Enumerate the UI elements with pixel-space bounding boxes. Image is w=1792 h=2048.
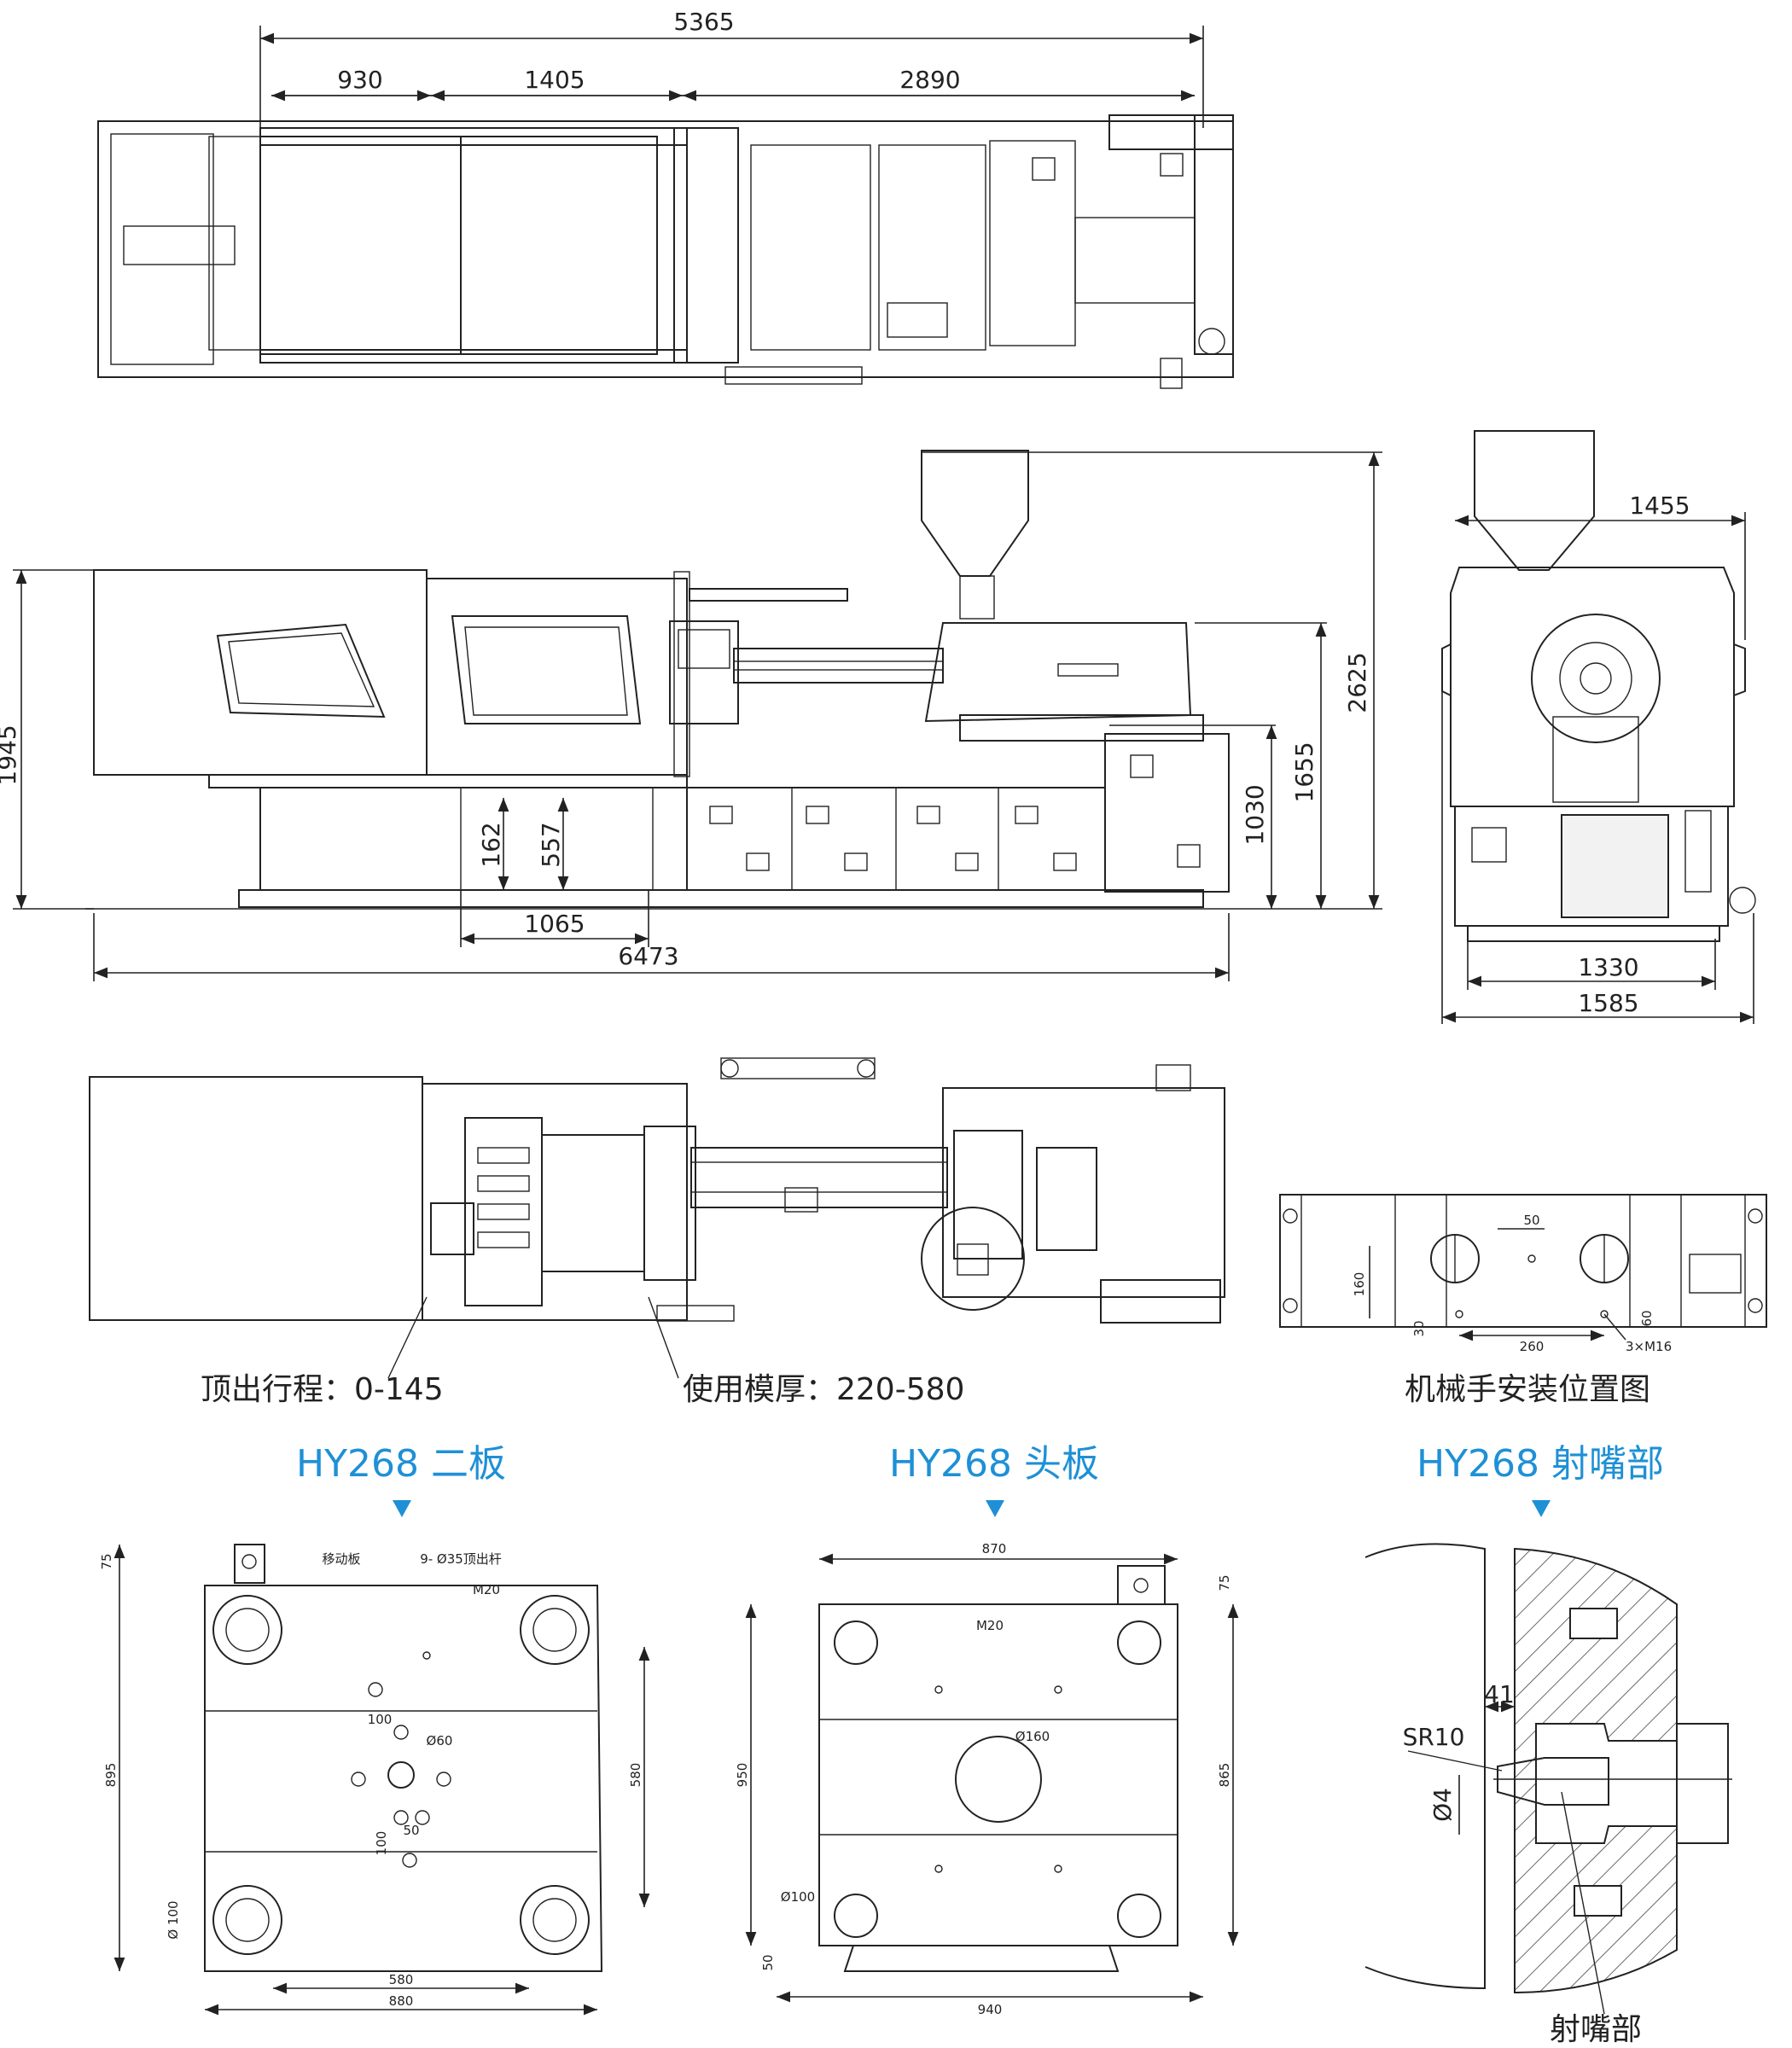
label-d100: Ø100 — [781, 1889, 815, 1905]
label-nozzle-part: 射嘴部 — [1550, 2012, 1642, 2047]
dim-75: 75 — [1217, 1574, 1232, 1591]
robot-dim-160: 160 — [1352, 1272, 1367, 1297]
dim-895: 895 — [103, 1763, 119, 1788]
label-ejector-rods: 9- Ø35顶出杆 — [420, 1551, 502, 1567]
dim-side-557: 557 — [537, 822, 565, 867]
dim-top-2890: 2890 — [899, 66, 960, 94]
label-m20: M20 — [473, 1582, 500, 1597]
label-d4: Ø4 — [1428, 1788, 1457, 1822]
label-d160: Ø160 — [1015, 1729, 1050, 1744]
heading-nozzle: HY268 射嘴部 — [1417, 1442, 1664, 1486]
end-view: 1455 1330 1585 — [1441, 430, 1756, 1024]
label-m20: M20 — [976, 1618, 1004, 1633]
label-100a: 100 — [368, 1712, 393, 1727]
dim-top-930: 930 — [337, 66, 382, 94]
down-arrow-icon — [1532, 1500, 1551, 1517]
label-870: 870 — [982, 1541, 1007, 1556]
robot-dim-260: 260 — [1520, 1339, 1545, 1354]
label-60: Ø60 — [427, 1733, 453, 1748]
section-headings: HY268 二板 HY268 头板 HY268 射嘴部 — [296, 1442, 1664, 1517]
dim-75: 75 — [99, 1553, 114, 1569]
label-100b: 100 — [374, 1831, 389, 1856]
top-view: 5365 930 1405 2890 — [97, 8, 1234, 389]
label-41: 41 — [1484, 1680, 1515, 1708]
heading-moving-platen: HY268 二板 — [296, 1442, 506, 1486]
dim-side-2625: 2625 — [1343, 652, 1371, 713]
robot-dim-50: 50 — [1523, 1213, 1539, 1228]
moving-platen-drawing: 移动板 9- Ø35顶出杆 M20 100 Ø60 100 50 Ø 100 8… — [99, 1544, 650, 2016]
nozzle-section-drawing: 41 SR10 Ø4 射嘴部 — [1364, 1543, 1732, 2047]
dim-865: 865 — [1217, 1763, 1232, 1788]
fixed-platen-drawing: 870 M20 Ø160 Ø100 950 865 75 50 940 — [735, 1541, 1239, 2017]
down-arrow-icon — [986, 1500, 1004, 1517]
caption-robot-mount: 机械手安装位置图 — [1405, 1372, 1650, 1407]
label-d100: Ø 100 — [166, 1900, 181, 1939]
down-arrow-icon — [393, 1500, 411, 1517]
dim-top-total: 5365 — [673, 8, 734, 36]
dim-top-1405: 1405 — [524, 66, 585, 94]
dim-side-1030: 1030 — [1241, 784, 1269, 845]
dim-side-1065: 1065 — [524, 910, 585, 938]
dim-end-1455: 1455 — [1629, 492, 1690, 520]
caption-mold-thickness: 使用模厚：220-580 — [683, 1372, 964, 1407]
dim-940: 940 — [978, 2002, 1003, 2017]
robot-dim-60: 60 — [1639, 1310, 1655, 1326]
dim-end-1330: 1330 — [1578, 953, 1638, 981]
dim-50: 50 — [760, 1954, 776, 1970]
dim-side-6473: 6473 — [618, 942, 678, 970]
caption-ejector-stroke: 顶出行程：0-145 — [201, 1372, 444, 1407]
dim-580h: 580 — [389, 1972, 414, 1987]
dim-950: 950 — [735, 1763, 750, 1788]
label-moving-plate: 移动板 — [322, 1551, 360, 1567]
heading-fixed-platen: HY268 头板 — [889, 1442, 1099, 1486]
robot-dim-30: 30 — [1411, 1320, 1427, 1336]
dim-side-162: 162 — [477, 822, 505, 867]
dim-side-1655: 1655 — [1290, 742, 1318, 802]
label-sr10: SR10 — [1403, 1723, 1465, 1751]
dim-580v: 580 — [628, 1763, 643, 1788]
side-view: 1945 2625 1655 1030 — [0, 450, 1382, 981]
lower-top-view: 顶出行程：0-145 使用模厚：220-580 — [89, 1057, 1225, 1407]
label-50: 50 — [403, 1823, 419, 1838]
robot-screw-spec: 3×M16 — [1626, 1339, 1672, 1354]
dim-880: 880 — [389, 1993, 414, 2009]
dim-side-1945: 1945 — [0, 724, 21, 785]
dim-end-1585: 1585 — [1578, 989, 1638, 1017]
robot-mount-view: 160 50 30 60 260 3×M16 机械手安装位置图 — [1279, 1194, 1767, 1407]
